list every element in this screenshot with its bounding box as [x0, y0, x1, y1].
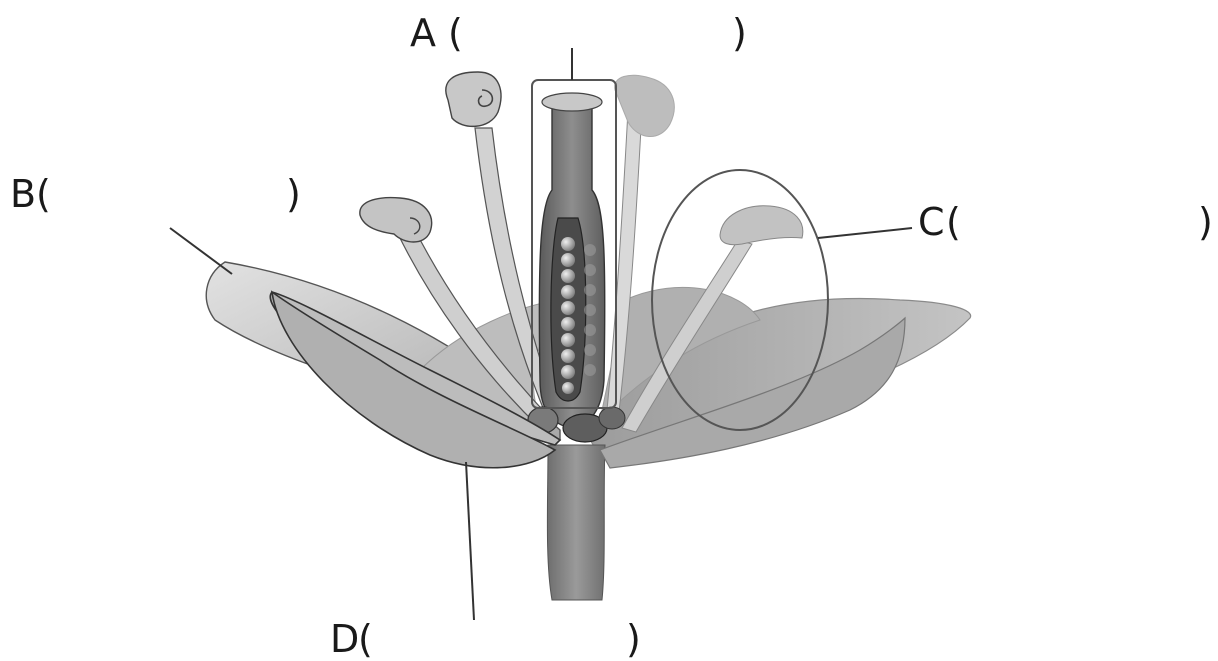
anther-4: [720, 206, 803, 245]
label-d-open-paren: (: [358, 620, 373, 658]
label-a-open-paren: (: [448, 14, 463, 52]
label-a-close-paren: ): [732, 14, 747, 52]
label-b-letter: B: [10, 175, 36, 213]
stigma: [542, 93, 602, 111]
leader-line-b: [170, 228, 232, 274]
label-c-close-paren: ): [1198, 203, 1213, 241]
label-b-open-paren: (: [36, 175, 51, 213]
leader-line-d: [466, 462, 474, 620]
label-a-letter: A: [410, 14, 436, 52]
flower-stem: [547, 445, 605, 600]
label-b-close-paren: ): [286, 175, 301, 213]
label-c-letter: C: [918, 203, 945, 241]
anther-3: [615, 75, 675, 136]
nectary-right: [599, 407, 625, 429]
label-d-letter: D: [330, 620, 359, 658]
label-c-open-paren: (: [946, 203, 961, 241]
anther-2: [360, 198, 432, 242]
label-d-close-paren: ): [626, 620, 641, 658]
anther-1: [446, 72, 501, 126]
leader-line-c: [818, 228, 912, 238]
